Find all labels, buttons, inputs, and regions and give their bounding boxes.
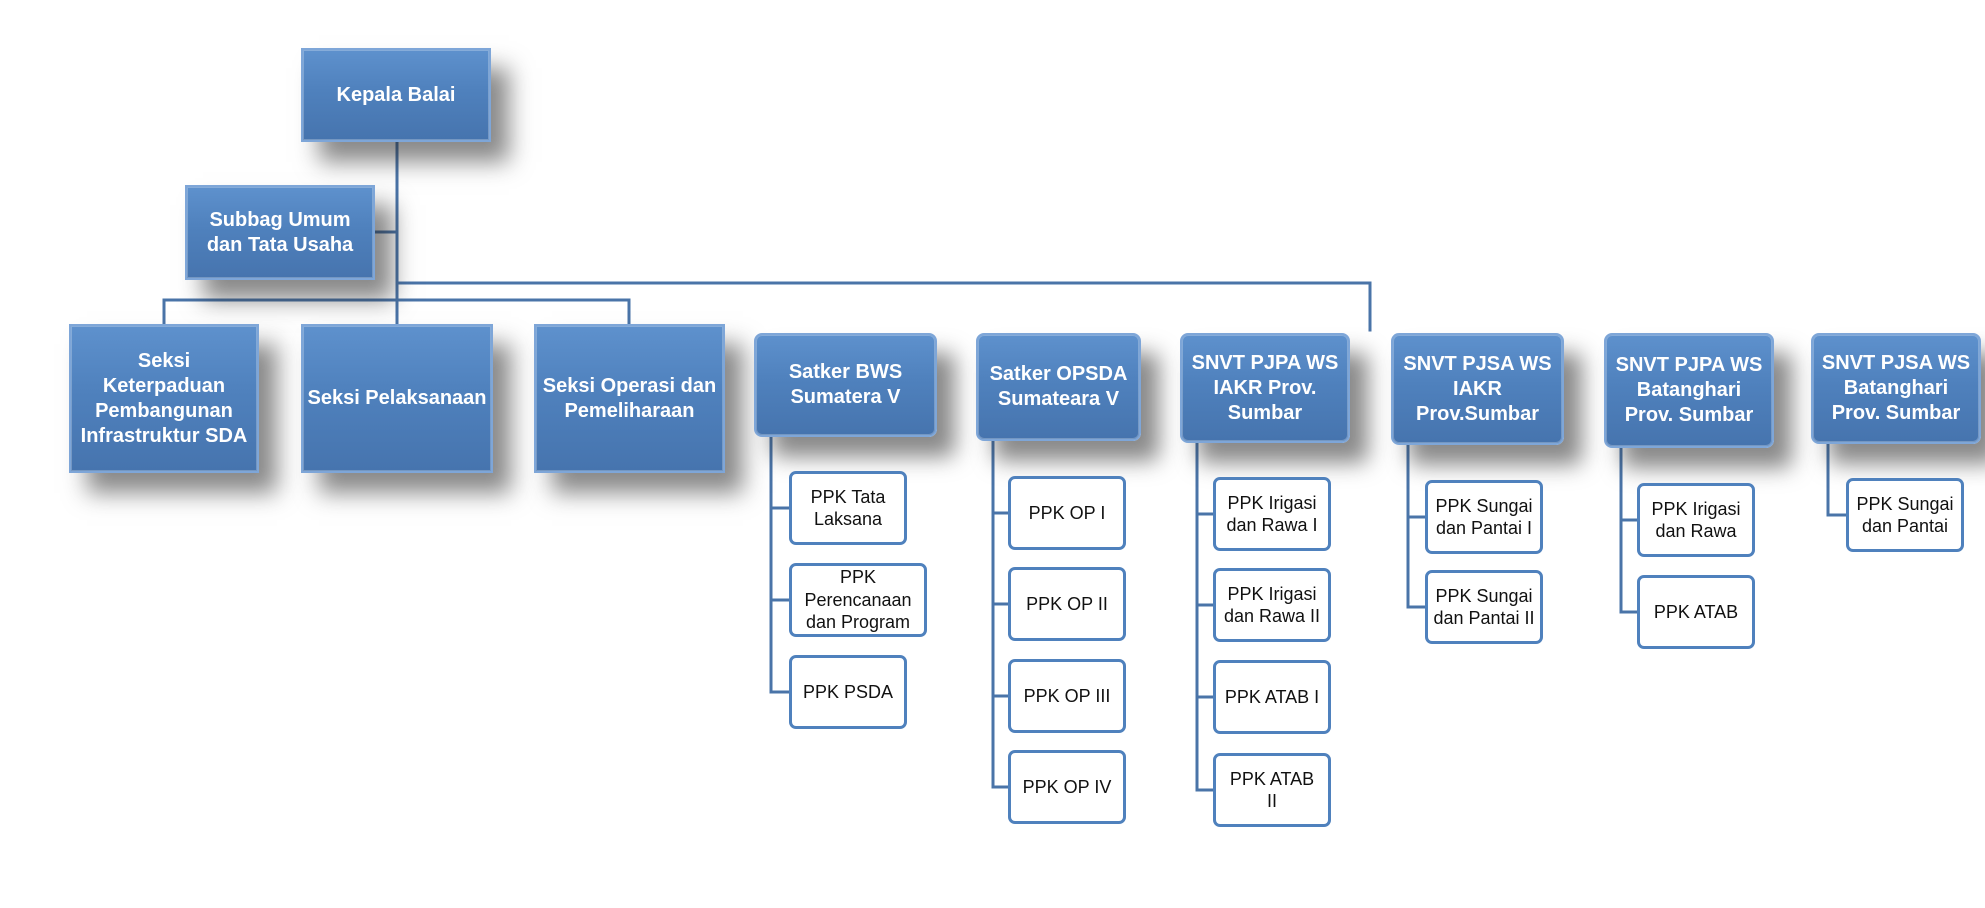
leaf-label: PPK Sungai dan Pantai I <box>1435 495 1533 539</box>
leaf-label: PPK Irigasi dan Rawa <box>1651 498 1741 542</box>
leaf-ppk-irigasi-rawa: PPK Irigasi dan Rawa <box>1637 483 1755 557</box>
leaf-ppk-atab-1: PPK ATAB I <box>1213 660 1331 734</box>
node-snvt-pjsa-batanghari: SNVT PJSA WS Batanghari Prov. Sumbar <box>1811 333 1981 444</box>
leaf-ppk-tata-laksana: PPK Tata Laksana <box>789 471 907 545</box>
leaf-ppk-irigasi-rawa-2: PPK Irigasi dan Rawa II <box>1213 568 1331 642</box>
leaf-label: PPK Sungai dan Pantai <box>1856 493 1954 537</box>
leaf-ppk-op-1: PPK OP I <box>1008 476 1126 550</box>
node-label: Seksi Operasi dan Pemeliharaan <box>542 374 717 422</box>
node-label: Seksi Keterpaduan Pembangunan Infrastruk… <box>80 349 248 447</box>
node-label: SNVT PJSA WS IAKR Prov.Sumbar <box>1403 352 1552 425</box>
leaf-label: PPK OP II <box>1026 593 1108 614</box>
node-label: Subbag Umum dan Tata Usaha <box>206 208 354 256</box>
node-label: SNVT PJPA WS IAKR Prov. Sumbar <box>1191 351 1339 424</box>
leaf-label: PPK OP III <box>1023 685 1111 706</box>
leaf-ppk-atab: PPK ATAB <box>1637 575 1755 649</box>
leaf-ppk-irigasi-rawa-1: PPK Irigasi dan Rawa I <box>1213 477 1331 551</box>
node-snvt-pjsa-iakr: SNVT PJSA WS IAKR Prov.Sumbar <box>1391 333 1564 445</box>
node-label: SNVT PJPA WS Batanghari Prov. Sumbar <box>1615 354 1763 426</box>
node-satker-bws: Satker BWS Sumatera V <box>754 333 937 437</box>
leaf-label: PPK Perencanaan dan Program <box>804 567 912 633</box>
node-snvt-pjpa-batanghari: SNVT PJPA WS Batanghari Prov. Sumbar <box>1604 333 1774 448</box>
leaf-ppk-atab-2: PPK ATAB II <box>1213 753 1331 827</box>
leaf-ppk-sungai-pantai: PPK Sungai dan Pantai <box>1846 478 1964 552</box>
node-label: Kepala Balai <box>336 83 456 106</box>
node-seksi-pelaksanaan: Seksi Pelaksanaan <box>301 324 493 473</box>
leaf-ppk-sungai-pantai-1: PPK Sungai dan Pantai I <box>1425 480 1543 554</box>
leaf-ppk-op-4: PPK OP IV <box>1008 750 1126 824</box>
node-label: Seksi Pelaksanaan <box>307 387 487 409</box>
leaf-ppk-op-2: PPK OP II <box>1008 567 1126 641</box>
leaf-label: PPK ATAB I <box>1224 686 1320 707</box>
leaf-ppk-psda: PPK PSDA <box>789 655 907 729</box>
node-label: SNVT PJSA WS Batanghari Prov. Sumbar <box>1821 352 1971 424</box>
leaf-label: PPK Sungai dan Pantai II <box>1433 585 1535 629</box>
leaf-label: PPK OP I <box>1028 502 1106 523</box>
leaf-label: PPK Irigasi dan Rawa I <box>1226 492 1318 536</box>
node-seksi-keterpaduan: Seksi Keterpaduan Pembangunan Infrastruk… <box>69 324 259 473</box>
node-seksi-operasi: Seksi Operasi dan Pemeliharaan <box>534 324 725 473</box>
leaf-label: PPK OP IV <box>1022 776 1112 797</box>
leaf-ppk-op-3: PPK OP III <box>1008 659 1126 733</box>
node-label: Satker BWS Sumatera V <box>788 361 903 408</box>
leaf-label: PPK PSDA <box>802 681 894 702</box>
leaf-ppk-sungai-pantai-2: PPK Sungai dan Pantai II <box>1425 570 1543 644</box>
node-kepala-balai: Kepala Balai <box>301 48 491 142</box>
leaf-label: PPK ATAB II <box>1229 768 1315 812</box>
leaf-label: PPK Tata Laksana <box>810 486 886 530</box>
leaf-label: PPK Irigasi dan Rawa II <box>1223 583 1321 627</box>
leaf-ppk-perencanaan: PPK Perencanaan dan Program <box>789 563 927 637</box>
leaf-label: PPK ATAB <box>1653 601 1739 622</box>
node-subbag-umum: Subbag Umum dan Tata Usaha <box>185 185 375 280</box>
node-label: Satker OPSDA Sumateara V <box>989 363 1128 410</box>
node-satker-opsda: Satker OPSDA Sumateara V <box>976 333 1141 441</box>
node-snvt-pjpa-iakr: SNVT PJPA WS IAKR Prov. Sumbar <box>1180 333 1350 443</box>
